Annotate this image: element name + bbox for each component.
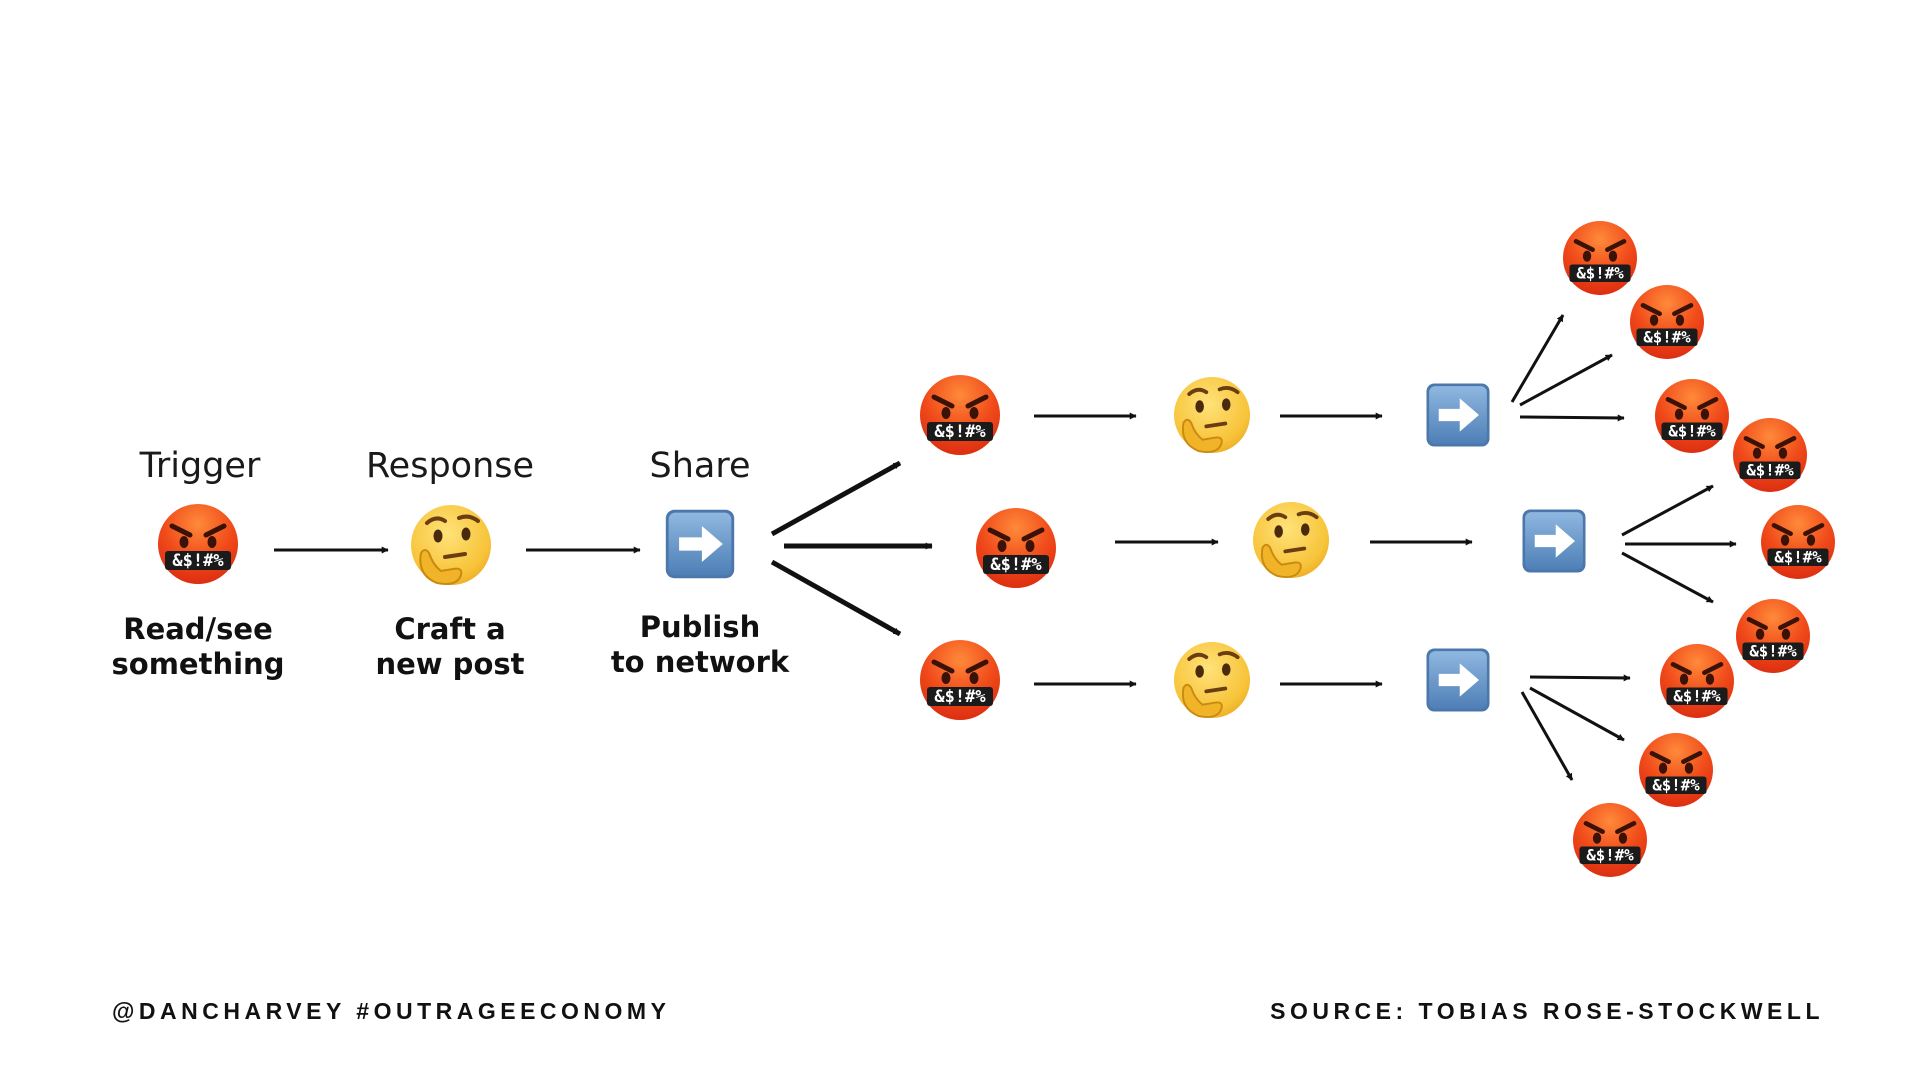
right-arrow-button-icon [1522,509,1586,573]
caption-line: Publish [639,610,761,644]
angry-face-grawlix-icon: &$!#% [920,640,1000,720]
arrow-connector [1621,551,1714,604]
grawlix-text: &$!#% [1586,845,1634,864]
stage-title-share: Share [649,446,751,486]
stage-title-response: Response [365,446,535,486]
grawlix-text: &$!#% [990,555,1042,575]
thinking-face-icon [1174,377,1250,453]
arrow-connector [770,460,902,537]
thinking-face-icon [411,505,491,585]
grawlix-text: &$!#% [934,422,986,442]
angry-face-grawlix-icon: &$!#% [1573,803,1647,877]
right-arrow-button-icon [1426,648,1490,712]
grawlix-text: &$!#% [1643,327,1691,346]
angry-face-grawlix-icon: &$!#% [976,508,1056,588]
angry-face-grawlix-icon: &$!#% [158,504,238,584]
caption-line: to network [610,645,790,679]
caption-line: something [111,647,285,681]
right-arrow-button-icon [1426,383,1490,447]
angry-face-grawlix-icon: &$!#% [1630,285,1704,359]
angry-face-grawlix-icon: &$!#% [920,375,1000,455]
grawlix-text: &$!#% [934,687,986,707]
arrow-connector [1510,314,1565,403]
caption-line: Craft a [394,612,506,646]
stage-caption-trigger: Read/see something [68,612,328,682]
icon-layer: &$!#% &$!#% &$!#% &$!#% &$!#% &$!#% &$!#% &$!#%… [158,221,1835,877]
arrow-connectors [274,314,1737,781]
angry-face-grawlix-icon: &$!#% [1639,733,1713,807]
footer-source: SOURCE: TOBIAS ROSE-STOCKWELL [1270,998,1824,1024]
arrow-connector [770,559,902,637]
arrow-connector [1621,484,1714,537]
arrow-connector [1520,691,1574,781]
grawlix-text: &$!#% [1749,641,1797,660]
grawlix-text: &$!#% [1746,460,1794,479]
right-arrow-button-icon [665,509,735,579]
angry-face-grawlix-icon: &$!#% [1733,418,1807,492]
grawlix-text: &$!#% [1652,775,1700,794]
angry-face-grawlix-icon: &$!#% [1655,379,1729,453]
grawlix-text: &$!#% [1673,686,1721,705]
stage-title-trigger: Trigger [139,446,261,486]
caption-line: Read/see [123,612,273,646]
arrow-connector [1529,686,1625,742]
angry-face-grawlix-icon: &$!#% [1736,599,1810,673]
footer-handle-hashtag: @DANCHARVEY #OUTRAGEECONOMY [112,998,671,1024]
stage-caption-response: Craft a new post [320,612,580,682]
angry-face-grawlix-icon: &$!#% [1563,221,1637,295]
arrow-connector [1519,353,1613,407]
stage-caption-share: Publish to network [570,610,830,680]
grawlix-text: &$!#% [1774,547,1822,566]
arrow-connector [1529,674,1631,682]
thinking-face-icon [1253,502,1329,578]
thinking-face-icon [1174,642,1250,718]
arrow-connector [1519,414,1625,422]
grawlix-text: &$!#% [172,551,224,571]
caption-line: new post [375,647,525,681]
grawlix-text: &$!#% [1668,421,1716,440]
grawlix-text: &$!#% [1576,263,1624,282]
angry-face-grawlix-icon: &$!#% [1761,505,1835,579]
angry-face-grawlix-icon: &$!#% [1660,644,1734,718]
